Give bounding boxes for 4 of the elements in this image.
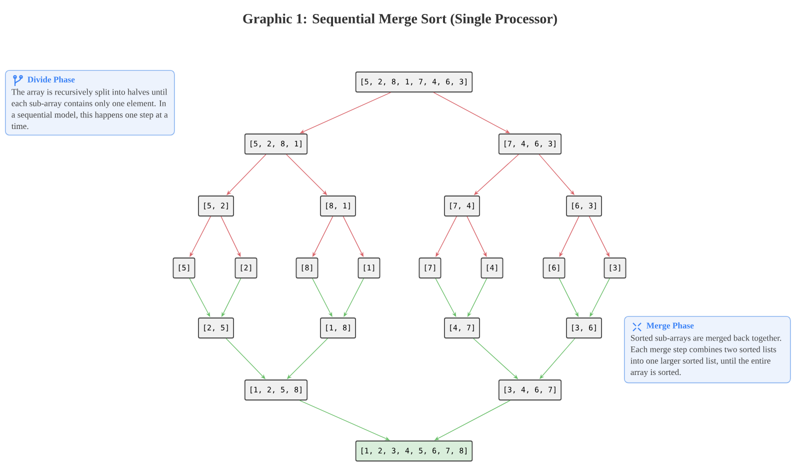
arrow xyxy=(433,92,510,134)
callout-box: Merge Phase Sorted sub-arrays are merged back together. Each merge step combines two sorted lists into one larger sorted list, until the entire array is sorted. xyxy=(624,316,791,384)
callout-box: Divide Phase The array is recursively split into halves until each sub-array contains only one element. In a sequential model, this happens one step at a time. xyxy=(5,70,175,136)
title: Graphic 1: Sequential Merge Sort (Single Processor) xyxy=(243,14,557,26)
